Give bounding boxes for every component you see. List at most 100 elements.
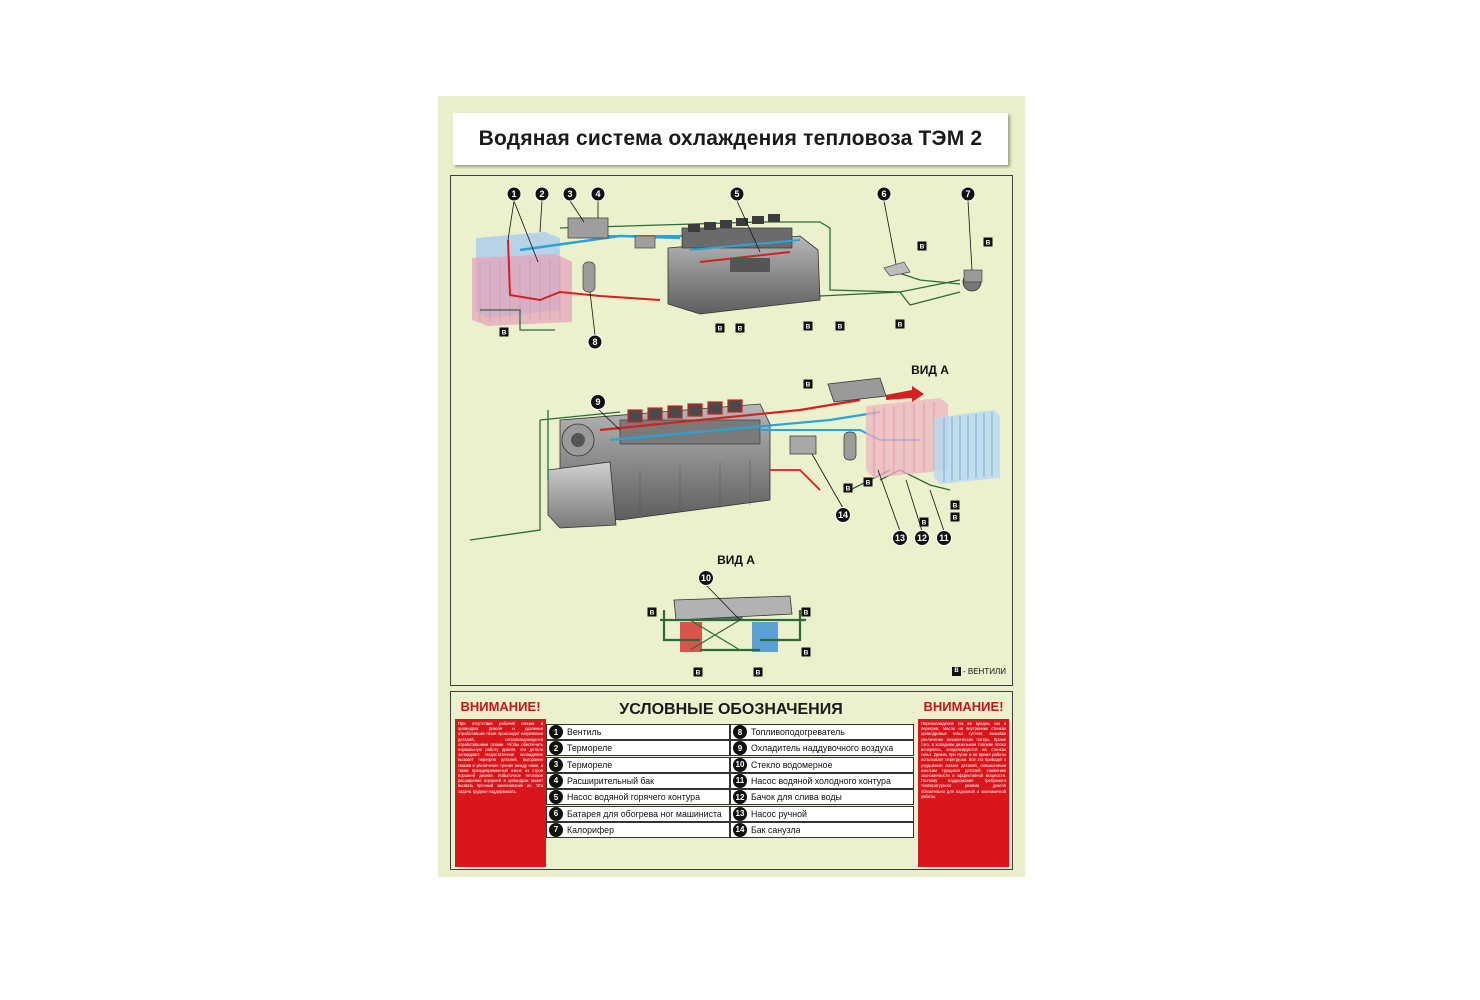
callout-circle xyxy=(729,186,745,202)
valve-marker xyxy=(735,323,745,333)
legend-label: Вентиль xyxy=(567,727,602,737)
valve-marker-label: В xyxy=(838,324,843,331)
legend-label: Насос ручной xyxy=(751,808,807,819)
legend-label: Батарея для обогрева ног машиниста xyxy=(567,808,722,819)
legend-title: УСЛОВНЫЕ ОБОЗНАЧЕНИЯ xyxy=(619,701,843,718)
valve-marker-label: В xyxy=(502,330,507,337)
valve-marker-label: В xyxy=(806,382,811,389)
legend-label: Термореле xyxy=(567,743,613,754)
callout-circle xyxy=(590,394,606,410)
legend-number: 1 xyxy=(549,725,563,739)
legend-number: 4 xyxy=(549,773,563,788)
legend-number: 7 xyxy=(549,822,563,837)
legend-number: 12 xyxy=(733,790,747,805)
title-box: Водяная система охлаждения тепловоза ТЭМ… xyxy=(453,113,1008,165)
legend-label: Охладитель наддувочного воздуха xyxy=(751,743,894,754)
legend-label: Насос водяной холодного контура xyxy=(751,775,891,786)
valve-marker-label: В xyxy=(756,670,761,677)
valve-marker xyxy=(801,607,811,617)
callout-circle xyxy=(590,186,606,202)
callout-circle xyxy=(562,186,578,202)
callout-number: 6 xyxy=(881,189,886,199)
hot-radiator-top xyxy=(472,254,572,326)
diesel-engine-top xyxy=(667,214,821,315)
foot-heater xyxy=(883,261,911,277)
callout-number: 2 xyxy=(539,189,544,199)
callout-circle xyxy=(587,334,603,350)
expansion-tank-bottom xyxy=(673,595,793,621)
callout-number: 12 xyxy=(917,533,927,543)
warning-right: ВНИМАНИЕ! Переохлаждение так же вредно, … xyxy=(918,699,1009,868)
legend-number: 9 xyxy=(733,741,747,756)
hot-radiator-mid xyxy=(866,398,948,478)
callout-circle xyxy=(914,530,930,546)
callout-number: 5 xyxy=(734,189,739,199)
leader-line xyxy=(569,200,585,223)
callout-number: 8 xyxy=(592,337,597,347)
cold-radiator-bottom xyxy=(752,622,778,652)
leader-line xyxy=(929,489,945,532)
leader-line xyxy=(705,584,741,621)
valve-marker xyxy=(843,483,853,493)
hot-radiator-bottom xyxy=(680,622,702,652)
leader-line xyxy=(507,200,515,241)
valve-marker xyxy=(753,667,763,677)
diesel-engine-main xyxy=(547,399,771,529)
callout-circle xyxy=(876,186,892,202)
fuel-heater-top xyxy=(582,261,596,293)
callout-circle xyxy=(960,186,976,202)
view-label-bottom: ВИД А xyxy=(717,553,755,567)
valve-marker-label: В xyxy=(650,610,655,617)
legend-number: 11 xyxy=(733,773,747,788)
valve-marker xyxy=(863,477,873,487)
leader-line xyxy=(539,200,543,233)
valve-marker xyxy=(950,500,960,510)
valve-marker-label: В xyxy=(806,324,811,331)
legend-row: 1 Вентиль xyxy=(546,724,730,740)
valve-note-text: - ВЕНТИЛИ xyxy=(963,667,1006,676)
expansion-tank-top xyxy=(567,217,609,239)
leader-line xyxy=(736,200,761,253)
warning-left-title: ВНИМАНИЕ! xyxy=(460,699,541,714)
valve-marker-label: В xyxy=(866,480,871,487)
callout-circle xyxy=(835,507,851,523)
valve-marker-label: В xyxy=(953,503,958,510)
legend-number: 3 xyxy=(549,757,563,772)
view-a-arrow xyxy=(886,386,924,402)
warning-right-title: ВНИМАНИЕ! xyxy=(923,699,1004,714)
callout-circle xyxy=(936,530,952,546)
leader-line xyxy=(883,200,897,265)
legend-label: Бак санузла xyxy=(751,824,801,835)
callout-number: 1 xyxy=(511,189,516,199)
leader-line xyxy=(811,453,844,509)
cold-radiator-mid xyxy=(934,410,1000,484)
legend-number: 2 xyxy=(549,741,563,756)
valve-marker-label: В xyxy=(696,670,701,677)
leader-line xyxy=(877,469,901,532)
legend-row: 11 Насос водяной холодного контура xyxy=(730,772,914,789)
valve-symbol: В xyxy=(952,667,961,676)
leader-line xyxy=(967,200,973,271)
callout-number: 11 xyxy=(939,533,949,543)
valve-marker xyxy=(499,327,509,337)
callout-number: 14 xyxy=(838,510,848,520)
valve-marker-label: В xyxy=(920,244,925,251)
legend-label: Насос водяной горячего контура xyxy=(567,792,700,803)
valve-marker xyxy=(919,517,929,527)
callout-circle xyxy=(698,570,714,586)
legend-number: 5 xyxy=(549,790,563,805)
valve-marker xyxy=(803,379,813,389)
callout-circle xyxy=(534,186,550,202)
callout-number: 3 xyxy=(567,189,572,199)
